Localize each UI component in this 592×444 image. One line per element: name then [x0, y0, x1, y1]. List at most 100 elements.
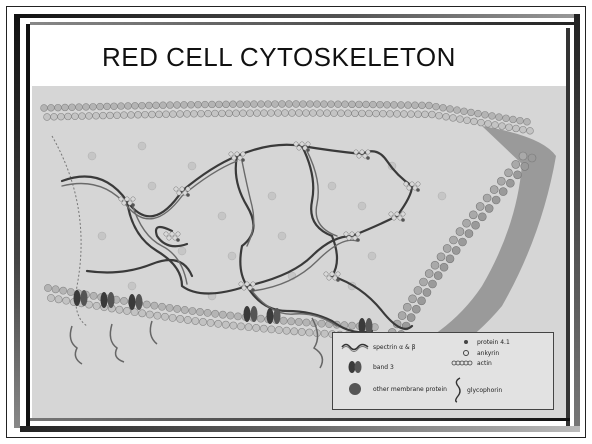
- actin-bead: [125, 197, 129, 201]
- lipid-head: [121, 112, 128, 119]
- lipid-head: [317, 110, 324, 117]
- lipid-head: [497, 177, 505, 185]
- actin-bead: [242, 286, 246, 290]
- band-3-protein: [101, 292, 108, 308]
- lipid-head: [452, 246, 460, 254]
- particle: [188, 162, 196, 170]
- frame-rule-right: [574, 14, 580, 428]
- lipid-head: [222, 321, 229, 328]
- actin-junctional-complexes: [119, 142, 420, 292]
- lipid-head: [234, 313, 241, 320]
- band-3-protein: [74, 290, 81, 306]
- legend-label-glycophorin: glycophorin: [467, 387, 502, 394]
- lipid-head: [471, 118, 478, 125]
- lipid-head: [447, 106, 454, 113]
- lipid-head: [237, 323, 244, 330]
- actin-bead: [407, 186, 411, 190]
- band-3-protein: [274, 308, 281, 324]
- lipid-head: [97, 103, 104, 110]
- lipid-head: [422, 111, 429, 118]
- lipid-head: [254, 110, 261, 117]
- actin-bead: [300, 142, 304, 146]
- lipid-head: [207, 319, 214, 326]
- actin-bead: [327, 276, 331, 280]
- actin-bead: [239, 282, 243, 286]
- lipid-head: [181, 101, 188, 108]
- lipid-head: [298, 328, 305, 335]
- lipid-head: [83, 104, 90, 111]
- particle: [128, 282, 136, 290]
- lipid-head: [489, 113, 496, 120]
- actin-bead: [336, 272, 340, 276]
- lipid-head: [44, 114, 51, 121]
- lipid-head: [503, 115, 510, 122]
- lipid-head: [139, 102, 146, 109]
- particle: [88, 152, 96, 160]
- lipid-head: [437, 253, 445, 261]
- lipid-head: [412, 102, 419, 109]
- lipid-head: [478, 213, 486, 221]
- lipid-head: [268, 326, 275, 333]
- lipid-head: [291, 328, 298, 335]
- lipid-head: [425, 270, 433, 278]
- lipid-head: [300, 101, 307, 108]
- lipid-head: [505, 169, 513, 177]
- protein-4-1: [306, 148, 310, 152]
- actin-bead: [174, 187, 178, 191]
- lipid-head: [454, 107, 461, 114]
- lipid-head: [233, 110, 240, 117]
- actin-bead: [392, 216, 396, 220]
- particle: [148, 182, 156, 190]
- lipid-head: [227, 312, 234, 319]
- lipid-head: [174, 305, 181, 312]
- lipid-head: [76, 104, 83, 111]
- frame-rule-top: [14, 14, 578, 18]
- actin-bead: [251, 282, 255, 286]
- actin-bead: [356, 232, 360, 236]
- lipid-head: [440, 263, 448, 271]
- lipid-head: [433, 103, 440, 110]
- actin-bead: [241, 152, 245, 156]
- actin-bead: [297, 146, 301, 150]
- lipid-head: [469, 211, 477, 219]
- lipid-head: [55, 296, 62, 303]
- protein-4-1: [176, 238, 180, 242]
- particle: [278, 232, 286, 240]
- legend-item-ankyrin: ankyrin: [459, 349, 499, 357]
- actin-bead: [404, 182, 408, 186]
- lipid-head: [499, 188, 507, 196]
- lipid-head: [286, 101, 293, 108]
- lipid-head: [457, 116, 464, 123]
- lipid-head: [428, 280, 436, 288]
- actin-bead: [401, 212, 405, 216]
- lipid-head: [142, 111, 149, 118]
- lipid-head: [338, 110, 345, 117]
- actin-bead: [389, 212, 393, 216]
- lipid-head: [282, 110, 289, 117]
- actin-bead: [306, 142, 310, 146]
- lipid-head: [143, 301, 150, 308]
- frame-rule-bottom-inner: [30, 418, 570, 421]
- protein-4-1: [131, 203, 135, 207]
- lipid-head: [464, 117, 471, 124]
- protein-4-1: [336, 278, 340, 282]
- lipid-head: [485, 204, 493, 212]
- actin-bead: [186, 187, 190, 191]
- lipid-head: [426, 102, 433, 109]
- lipid-head: [65, 113, 72, 120]
- lipid-head: [60, 287, 67, 294]
- lipid-head: [414, 286, 422, 294]
- lipid-head: [51, 113, 58, 120]
- cytoplasm-particles: [88, 142, 446, 300]
- lipid-head: [307, 101, 314, 108]
- lipid-head: [366, 110, 373, 117]
- lipid-head: [118, 103, 125, 110]
- lipid-head: [170, 111, 177, 118]
- lipid-head: [446, 255, 454, 263]
- particle: [368, 252, 376, 260]
- lipid-head: [303, 110, 310, 117]
- lipid-head: [123, 307, 130, 314]
- actin-bead: [235, 152, 239, 156]
- lipid-head: [237, 101, 244, 108]
- lipid-head: [295, 318, 302, 325]
